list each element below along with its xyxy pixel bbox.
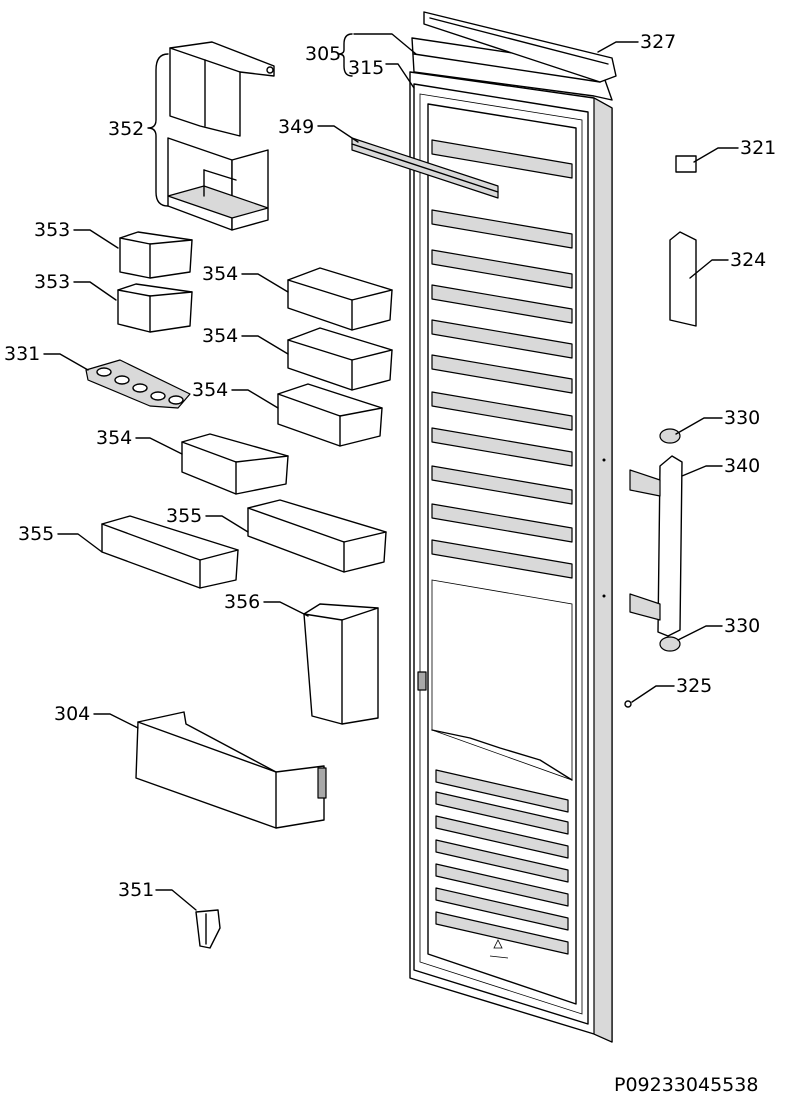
callout-355-right: 355 <box>166 505 202 527</box>
plate-324 <box>669 231 697 327</box>
callout-labels: 305 315 327 352 349 321 324 353 353 354 … <box>4 31 776 901</box>
cap-321 <box>675 155 697 173</box>
callout-330-bottom: 330 <box>724 615 760 637</box>
callout-321: 321 <box>740 137 776 159</box>
tray-354-c <box>277 383 383 447</box>
clip-351 <box>195 909 221 949</box>
bottle-holder-356 <box>303 603 379 725</box>
callout-351: 351 <box>118 879 154 901</box>
small-box-353-lower <box>117 283 193 333</box>
callout-353-lower: 353 <box>34 271 70 293</box>
callout-325: 325 <box>676 675 712 697</box>
door-ribs-upper <box>431 139 573 579</box>
callout-352: 352 <box>108 118 144 140</box>
screw-325 <box>624 700 632 708</box>
callout-330-top: 330 <box>724 407 760 429</box>
bottle-shelf-304 <box>135 711 327 829</box>
callout-304: 304 <box>54 703 90 725</box>
handle-cap-330-bottom <box>659 636 681 652</box>
callout-327: 327 <box>640 31 676 53</box>
callout-355-left: 355 <box>18 523 54 545</box>
callout-324: 324 <box>730 249 766 271</box>
callout-354-b: 354 <box>202 325 238 347</box>
long-tray-355-right <box>247 499 387 573</box>
small-box-353-upper <box>119 231 193 279</box>
callout-305: 305 <box>305 43 341 65</box>
callout-353-upper: 353 <box>34 219 70 241</box>
handle-340 <box>629 455 683 637</box>
callout-354-d: 354 <box>96 427 132 449</box>
callout-354-c: 354 <box>192 379 228 401</box>
handle-cap-330-top <box>659 428 681 444</box>
leader-lines <box>43 33 739 911</box>
dairy-compartment-352 <box>167 41 275 231</box>
callout-349: 349 <box>278 116 314 138</box>
callout-340: 340 <box>724 455 760 477</box>
callout-331: 331 <box>4 343 40 365</box>
door-ribs-lower <box>435 769 569 955</box>
egg-tray-331 <box>85 359 191 409</box>
top-cover-327 <box>423 11 617 83</box>
tray-354-b <box>287 327 393 391</box>
callout-315: 315 <box>348 57 384 79</box>
drawing-reference-code: P09233045538 <box>614 1074 759 1096</box>
shelf-bar-349 <box>351 137 499 199</box>
callout-354-a: 354 <box>202 263 238 285</box>
door-panel <box>409 37 613 1043</box>
tray-354-a <box>287 267 393 331</box>
tray-354-d <box>181 433 289 495</box>
callout-356: 356 <box>224 591 260 613</box>
